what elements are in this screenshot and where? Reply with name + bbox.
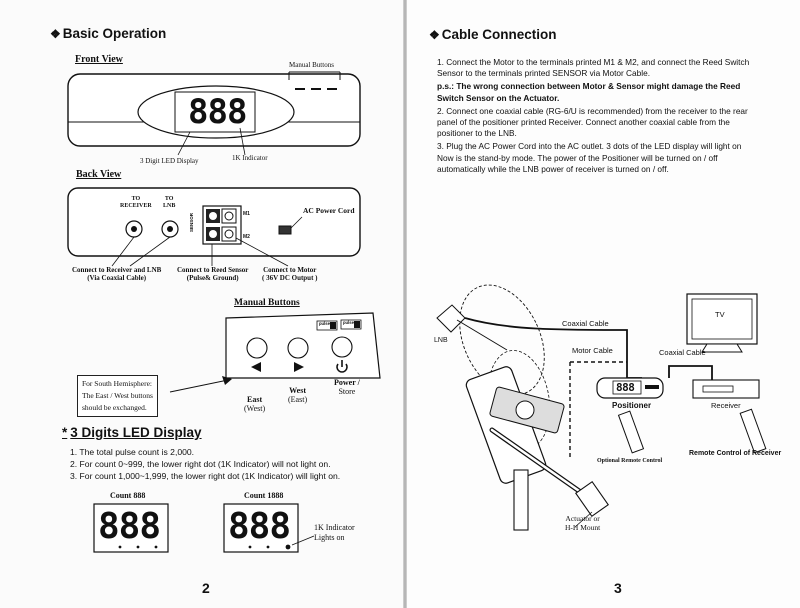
to-lnb-line1: TO bbox=[164, 196, 174, 202]
indicator-line1: 1K Indicator bbox=[314, 523, 355, 532]
right-page: ❖Cable Connection 1. Connect the Motor t… bbox=[407, 0, 800, 608]
left-page-number: 2 bbox=[202, 580, 210, 596]
west-label: West(East) bbox=[288, 386, 307, 404]
connect-reed-line1: Connect to Reed Sensor bbox=[177, 266, 249, 274]
front-view-drawing bbox=[67, 71, 361, 156]
led-note: 1. The total pulse count is 2,000. bbox=[70, 447, 195, 457]
optional-remote-label: Optional Remote Control bbox=[597, 458, 663, 464]
led-note: 3. For count 1,000~1,999, the lower righ… bbox=[70, 471, 341, 481]
motor-cable-label: Motor Cable bbox=[572, 346, 613, 355]
cable-step-line: 2. Connect one coaxial cable (RG-6/U is … bbox=[437, 105, 748, 116]
to-receiver-line1: TO bbox=[131, 196, 141, 202]
m1-label: M1 bbox=[243, 211, 250, 217]
cable-step-line: p.s.: The wrong connection between Motor… bbox=[437, 81, 741, 92]
led-section-heading: *3 Digits LED Display bbox=[62, 425, 202, 440]
south-hemisphere-note: For South Hemisphere: The East / West bu… bbox=[77, 375, 158, 417]
connect-receiver-line2: (Via Coaxial Cable) bbox=[87, 274, 147, 282]
diamond-bullet-icon: ❖ bbox=[429, 28, 440, 42]
manual-buttons-title: Manual Buttons bbox=[234, 298, 300, 308]
asterisk-bullet-icon: * bbox=[62, 425, 68, 440]
manual-buttons-callout: Manual Buttons bbox=[289, 61, 334, 69]
tv-label: TV bbox=[715, 310, 725, 319]
connect-motor-line1: Connect to Motor bbox=[263, 266, 317, 274]
connect-motor-line2: ( 36V DC Output ) bbox=[262, 274, 318, 282]
cable-connection-title: Cable Connection bbox=[441, 27, 557, 42]
cable-step-line: panel of the positioner printed Receiver… bbox=[437, 117, 730, 128]
book-gutter bbox=[403, 0, 407, 608]
cable-step-line: 3. Plug the AC Power Cord into the AC ou… bbox=[437, 141, 742, 152]
cable-connection-heading: ❖Cable Connection bbox=[429, 27, 557, 42]
cable-steps-list: 1. Connect the Motor to the terminals pr… bbox=[437, 57, 749, 175]
cable-step-line: positioner to the LNB. bbox=[437, 128, 517, 139]
cable-step-line: Now is the stand-by mode. The power of t… bbox=[437, 152, 718, 163]
1k-indicator-label: 1K Indicator bbox=[232, 154, 268, 162]
lnb-label: LNB bbox=[434, 337, 448, 344]
connect-receiver-label: Connect to Receiver and LNB(Via Coaxial … bbox=[72, 266, 161, 282]
connect-reed-line2: (Pulse& Ground) bbox=[186, 274, 239, 282]
back-view-drawing bbox=[67, 187, 361, 267]
note-line2: The East / West buttons bbox=[82, 391, 153, 400]
power-line1: Power / bbox=[334, 378, 360, 387]
positioner-label: Positioner bbox=[612, 401, 652, 410]
east-label: East(West) bbox=[244, 395, 265, 413]
connect-motor-label: Connect to Motor( 36V DC Output ) bbox=[262, 266, 318, 282]
remote-receiver-label: Remote Control of Receiver bbox=[689, 450, 782, 457]
count-888-label: Count 888 bbox=[110, 491, 146, 500]
indicator-line2: Lights on bbox=[314, 533, 345, 542]
west-line1: West bbox=[289, 386, 306, 395]
actuator-line2: H-H Mount bbox=[565, 523, 601, 532]
front-led-digits: 888 bbox=[188, 92, 247, 132]
led-note: 2. For count 0~999, the lower right dot … bbox=[70, 459, 331, 469]
led-notes-list: 1. The total pulse count is 2,000. 2. Fo… bbox=[70, 446, 340, 482]
cable-step-line: Switch Sensor on the Actuator. bbox=[437, 92, 560, 103]
power-line2: Store bbox=[338, 387, 356, 396]
led-section-title: 3 Digits LED Display bbox=[70, 425, 202, 440]
note-line1: For South Hemisphere: bbox=[82, 379, 152, 388]
led-display-label: 3 Digit LED Display bbox=[140, 157, 199, 165]
right-page-number: 3 bbox=[614, 580, 622, 596]
connect-reed-label: Connect to Reed Sensor(Pulse& Ground) bbox=[177, 266, 248, 282]
count-1888-digits: 888 bbox=[228, 506, 291, 547]
receiver-label: Receiver bbox=[711, 401, 741, 410]
positioner-led-digits: 888 bbox=[616, 381, 635, 394]
to-receiver-line2: RECEIVER bbox=[120, 203, 152, 209]
front-view-label: Front View bbox=[75, 54, 123, 65]
connect-receiver-line1: Connect to Receiver and LNB bbox=[72, 266, 162, 274]
to-lnb-line2: LNB bbox=[163, 203, 176, 209]
cable-connection-diagram bbox=[436, 284, 767, 531]
diamond-bullet-icon: ❖ bbox=[50, 27, 61, 41]
manual-buttons-drawing bbox=[169, 312, 381, 393]
cable-step-line: automatically while the LNB power of rec… bbox=[437, 163, 669, 174]
actuator-line1: Actuator or bbox=[565, 514, 600, 523]
east-line1: East bbox=[247, 395, 263, 404]
led-count-drawing bbox=[93, 503, 315, 553]
power-store-label: Power /Store bbox=[334, 378, 360, 396]
cable-step-line: Sensor to the terminals printed SENSOR v… bbox=[437, 68, 651, 79]
coaxial-cable-label-1: Coaxial Cable bbox=[562, 319, 609, 328]
pulse-icon-left: pulse bbox=[319, 321, 330, 326]
m2-label: M2 bbox=[243, 234, 250, 240]
note-line3: should be exchanged. bbox=[82, 403, 147, 412]
basic-operation-heading: ❖Basic Operation bbox=[50, 26, 166, 41]
coaxial-cable-label-2: Coaxial Cable bbox=[659, 348, 706, 357]
back-view-label: Back View bbox=[76, 169, 122, 180]
count-888-digits: 888 bbox=[98, 506, 161, 547]
count-1888-label: Count 1888 bbox=[244, 491, 284, 500]
west-line2: (East) bbox=[288, 395, 308, 404]
left-page: ❖Basic Operation Front View Manual Butto… bbox=[0, 0, 403, 608]
cable-step-line: 1. Connect the Motor to the terminals pr… bbox=[437, 57, 750, 67]
ac-power-cord-label: AC Power Cord bbox=[303, 206, 355, 215]
east-line2: (West) bbox=[244, 404, 266, 413]
basic-operation-title: Basic Operation bbox=[62, 26, 167, 41]
pulse-icon-right: pulse bbox=[343, 320, 354, 325]
